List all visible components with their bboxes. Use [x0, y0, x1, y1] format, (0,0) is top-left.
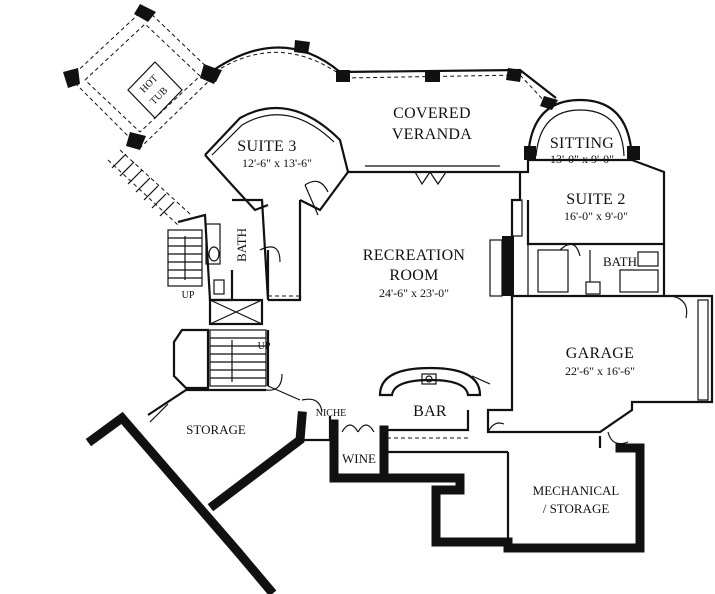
recreation-label-1: RECREATION [363, 247, 466, 264]
interior-walls [266, 200, 332, 440]
veranda-label-1: COVERED [393, 105, 471, 122]
mechanical-walls [379, 436, 645, 553]
lower-stair [172, 328, 267, 390]
veranda-label-2: VERANDA [392, 126, 472, 143]
suite2-dims: 16'-0" x 9'-0" [564, 209, 628, 223]
stair-up-label-upper: UP [182, 290, 195, 301]
upper-stair [167, 229, 203, 287]
sitting-name: SITTING [550, 135, 614, 152]
garage-dims: 22'-6" x 16'-6" [565, 364, 635, 378]
hot-tub-deck [63, 4, 220, 150]
recreation-label-2: ROOM [389, 267, 438, 284]
bar-label: BAR [413, 403, 447, 420]
wine-room [329, 419, 508, 483]
veranda-outline [202, 40, 558, 110]
sitting-dims: 13'-0" x 9'-0" [550, 152, 614, 166]
stair-up-label-lower: UP [258, 341, 271, 352]
mechanical-label-1: MECHANICAL [533, 483, 620, 498]
niche-label: NICHE [316, 408, 347, 419]
deck-stairs [107, 149, 191, 226]
stair-landing [208, 298, 264, 326]
garage-walls [486, 294, 714, 445]
storage-walls [85, 373, 330, 594]
bar-counter [378, 366, 491, 439]
wine-label: WINE [342, 451, 376, 466]
garage-name: GARAGE [566, 345, 634, 362]
bath-right-label: BATH [603, 254, 637, 269]
storage-label: STORAGE [186, 422, 246, 437]
suite3-name: SUITE 3 [237, 138, 296, 155]
recreation-dims: 24'-6" x 23'-0" [379, 286, 449, 300]
hot-tub: HOT TUB [127, 61, 183, 119]
suite3-dims: 12'-6" x 13'-6" [242, 156, 312, 170]
bath-left-label: BATH [234, 228, 249, 262]
suite2-name: SUITE 2 [566, 191, 625, 208]
recreation-walls [348, 165, 523, 300]
mechanical-label-2: / STORAGE [543, 501, 610, 516]
